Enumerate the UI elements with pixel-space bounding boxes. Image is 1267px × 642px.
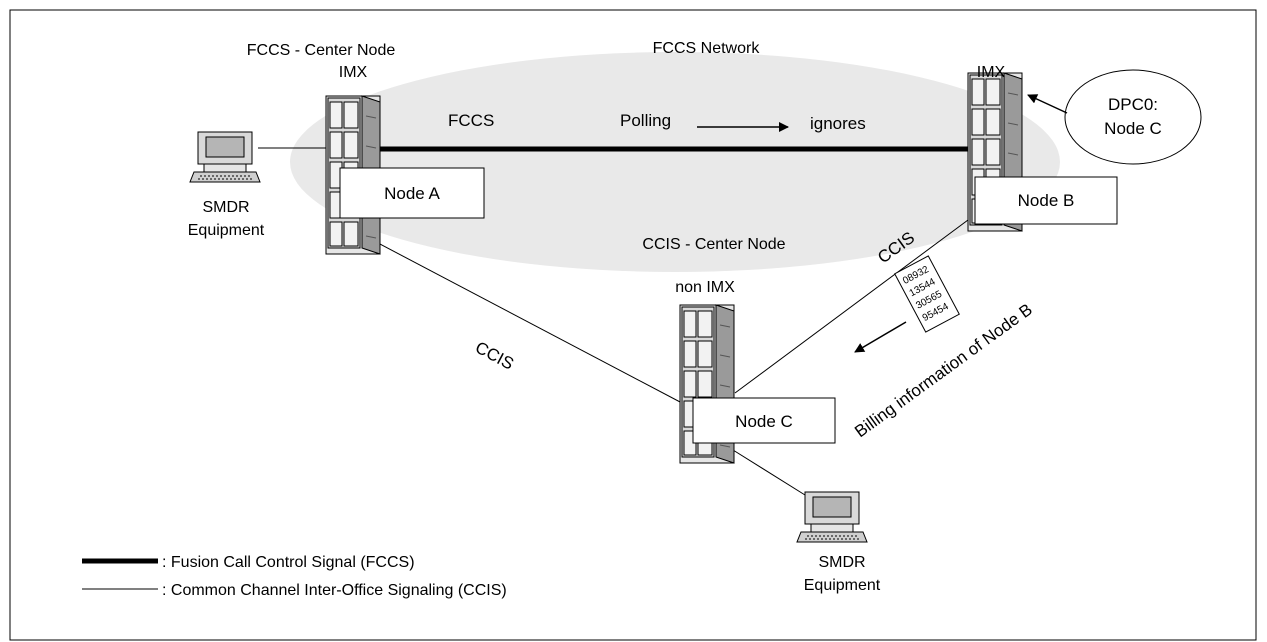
- dpc0-bubble-line1: DPC0:: [1108, 95, 1158, 114]
- dpc0-bubble: [1064, 69, 1202, 165]
- node-a-header-line1: FCCS - Center Node: [247, 42, 396, 59]
- smdr-left-line2: Equipment: [188, 222, 265, 239]
- dpc0-bubble-line2: Node C: [1104, 119, 1162, 138]
- node-a-label: Node A: [384, 184, 440, 203]
- smdr-bottom-link: [732, 449, 806, 496]
- node-b-label: Node B: [1018, 191, 1075, 210]
- node-b-box: [974, 176, 1118, 225]
- smdr-left-terminal-icon: [189, 131, 261, 183]
- ignores-label: ignores: [810, 114, 866, 133]
- node-b-header: IMX: [977, 64, 1006, 81]
- billing-slip: 08932 13544 30565 95454: [894, 255, 960, 333]
- smdr-bottom-line2: Equipment: [804, 577, 881, 594]
- billing-arrow: [854, 321, 907, 353]
- polling-label: Polling: [620, 111, 671, 130]
- node-a-box: [339, 167, 485, 219]
- ccis-link-b-c: [734, 219, 969, 394]
- legend-ccis-label: : Common Channel Inter-Office Signaling …: [162, 582, 507, 599]
- legend-fccs-label: : Fusion Call Control Signal (FCCS): [162, 554, 415, 571]
- node-c-label: Node C: [735, 412, 793, 431]
- node-a-header-line2: IMX: [339, 64, 368, 81]
- smdr-bottom-terminal-icon: [796, 491, 868, 543]
- smdr-bottom-line1: SMDR: [818, 554, 865, 571]
- ccis-link-a-c: [377, 242, 683, 404]
- node-c-box: [692, 397, 836, 444]
- node-c-header-line2: non IMX: [675, 279, 735, 296]
- dpc0-arrow: [1027, 94, 1068, 114]
- fccs-network-title: FCCS Network: [653, 40, 761, 57]
- fccs-label: FCCS: [448, 111, 494, 130]
- node-c-header-line1: CCIS - Center Node: [642, 236, 785, 253]
- smdr-left-line1: SMDR: [202, 199, 249, 216]
